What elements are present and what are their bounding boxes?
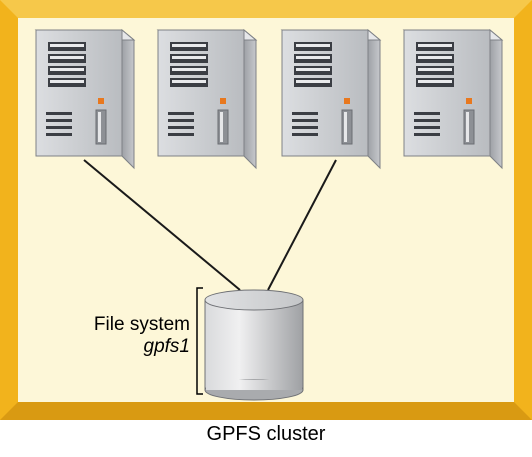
diagram-caption: GPFS cluster: [206, 423, 326, 445]
file-system-bracket: [196, 287, 203, 395]
file-system-label: File system gpfs1: [60, 314, 190, 358]
connection-line: [267, 159, 337, 291]
server-icon: [157, 29, 257, 169]
disk-icon: [204, 289, 304, 401]
file-system-title: File system: [93, 314, 190, 335]
file-system-name: gpfs1: [143, 336, 190, 357]
server-icon: [403, 29, 503, 169]
connection-line: [83, 159, 241, 291]
server-icon: [35, 29, 135, 169]
server-icon: [281, 29, 381, 169]
